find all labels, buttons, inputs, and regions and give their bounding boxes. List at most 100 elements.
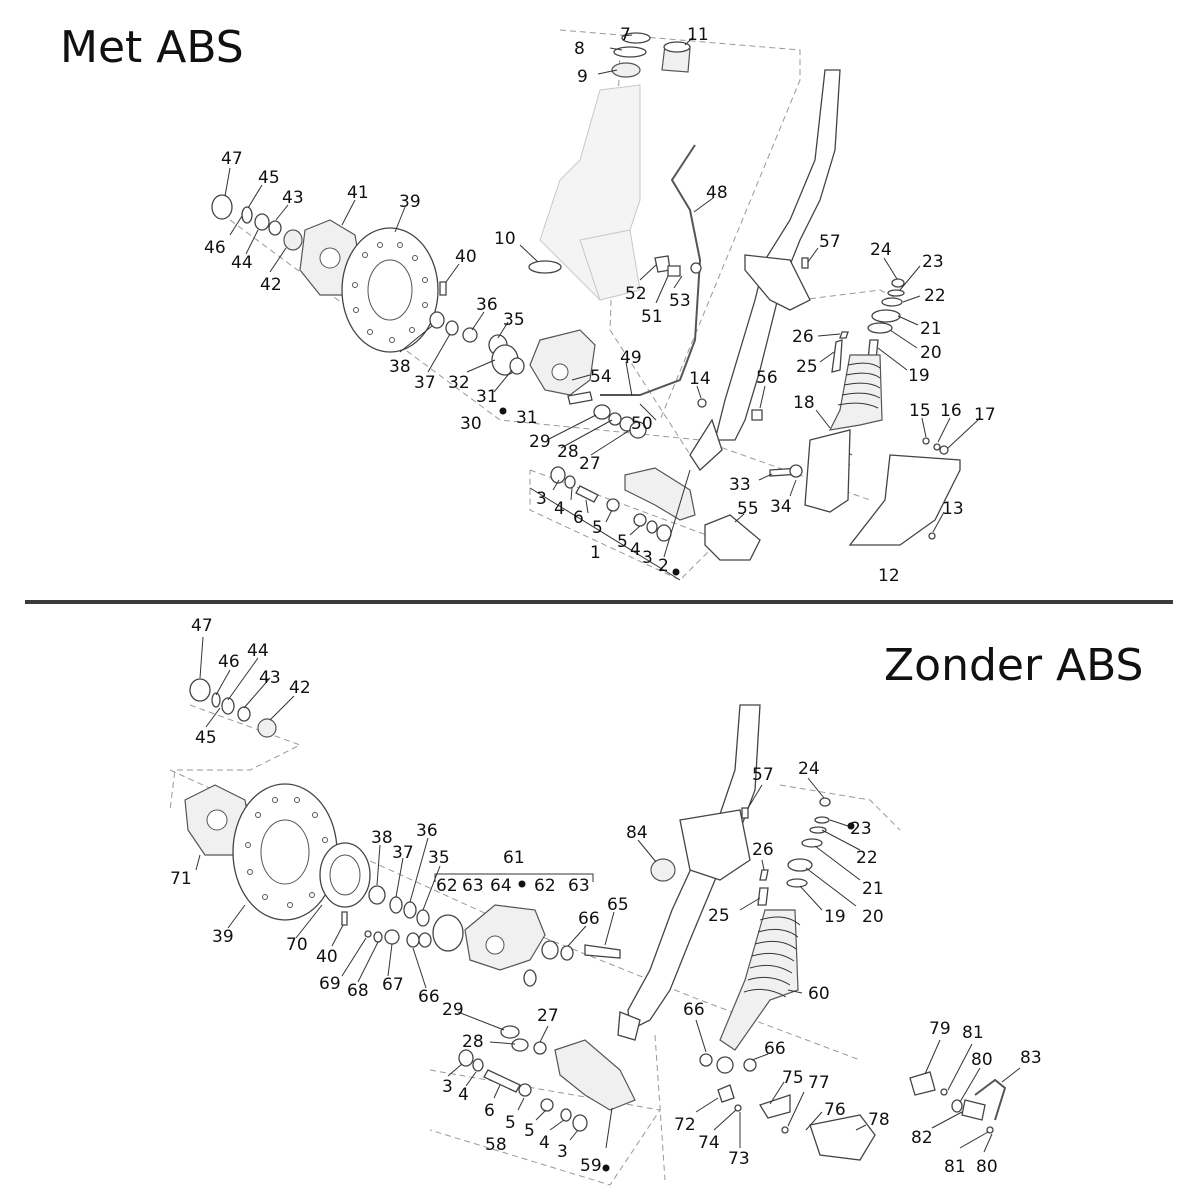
bolt-25-b — [757, 887, 769, 906]
bolt-25 — [831, 339, 843, 373]
part-number-label: 5 — [505, 1113, 516, 1133]
ring-66 — [406, 932, 420, 948]
part-number-label: 43 — [282, 188, 304, 208]
part-number-label: 66 — [418, 987, 440, 1007]
nut-34 — [789, 464, 803, 478]
part-number-label: 81 — [944, 1157, 966, 1177]
ring-37 — [445, 320, 459, 336]
part-number-label: 46 — [204, 238, 226, 258]
bearing-44-b — [221, 697, 235, 715]
part-number-label: 20 — [920, 343, 942, 363]
part-number-label: 31 — [476, 387, 498, 407]
part-number-label: 68 — [347, 981, 369, 1001]
part-number-label: 4 — [539, 1133, 550, 1153]
screw-15 — [922, 437, 930, 445]
pin-6 — [575, 485, 599, 503]
cap-47 — [211, 194, 233, 220]
part-number-label: 26 — [752, 840, 774, 860]
ring-66c — [560, 945, 574, 961]
pin-26 — [839, 331, 849, 339]
shock-body — [804, 429, 851, 513]
part-number-label: 35 — [428, 848, 450, 868]
part-number-label: 84 — [626, 823, 648, 843]
seal-4 — [564, 475, 576, 489]
bearing-3-b2 — [572, 1114, 588, 1132]
abs-sensor-54 — [567, 391, 593, 405]
part-number-label: 19 — [824, 907, 846, 927]
bolt-65 — [584, 944, 621, 959]
part-number-label: 77 — [808, 1073, 830, 1093]
part-number-label: 37 — [392, 843, 414, 863]
washer-68 — [373, 931, 383, 943]
part-number-label: 43 — [259, 668, 281, 688]
clip-51 — [667, 265, 681, 277]
ring-66d — [699, 1053, 713, 1067]
part-number-label: 65 — [607, 895, 629, 915]
ring-37-b — [389, 896, 403, 914]
part-number-label: 63 — [568, 876, 590, 896]
fork-tube — [714, 69, 841, 441]
bush-21-b — [801, 838, 823, 848]
bolt-40-b — [341, 911, 348, 926]
part-number-label: 14 — [689, 369, 711, 389]
part-number-label: 45 — [258, 168, 280, 188]
cover-55 — [704, 514, 761, 561]
ring-29 — [608, 412, 622, 426]
ring-5 — [606, 498, 620, 512]
clip-43 — [268, 220, 282, 236]
bracket-72 — [717, 1084, 735, 1103]
part-number-label: 48 — [706, 183, 728, 203]
disc-holes — [352, 242, 428, 343]
part-number-label: 36 — [476, 295, 498, 315]
fork-foot — [689, 418, 723, 471]
fork-clamp-b — [679, 809, 751, 881]
screw-74 — [734, 1104, 742, 1112]
part-number-label: 22 — [856, 848, 878, 868]
part-number-label: 39 — [212, 927, 234, 947]
spacer-67 — [384, 929, 400, 945]
part-number-label: 78 — [868, 1110, 890, 1130]
shock-60 — [719, 909, 799, 1051]
part-number-label: 25 — [708, 906, 730, 926]
swing-arm-59 — [554, 1039, 636, 1111]
ring-28-b — [533, 1041, 547, 1055]
mudguard-12 — [848, 454, 961, 546]
part-number-label: 24 — [798, 759, 820, 779]
ref-dot — [672, 568, 680, 576]
part-number-label: 27 — [537, 1006, 559, 1026]
fork-bracket — [744, 254, 811, 311]
part-number-label: 29 — [442, 1000, 464, 1020]
bearing-31 — [509, 357, 525, 375]
bearing-3-b — [458, 1049, 474, 1067]
spring-coils-b — [743, 916, 801, 998]
part-number-label: 40 — [316, 947, 338, 967]
part-number-label: 4 — [554, 499, 565, 519]
bracket-79 — [909, 1071, 936, 1096]
washer-23 — [887, 289, 905, 297]
part-number-label: 46 — [218, 652, 240, 672]
part-number-label: 60 — [808, 984, 830, 1004]
bearing-62c — [523, 969, 537, 987]
sensor-75 — [759, 1094, 791, 1119]
diagram-bottom — [169, 636, 1021, 1186]
part-number-label: 6 — [484, 1101, 495, 1121]
part-number-label: 20 — [862, 907, 884, 927]
part-number-label: 83 — [1020, 1048, 1042, 1068]
cap-47-b — [189, 678, 211, 702]
rod-19-b — [786, 878, 808, 888]
part-number-label: 33 — [729, 475, 751, 495]
part-number-label: 13 — [942, 499, 964, 519]
nut-17 — [939, 445, 949, 455]
part-number-label: 50 — [631, 414, 653, 434]
bearing-3 — [550, 466, 566, 484]
bearing-63 — [541, 940, 559, 960]
part-number-label: 21 — [920, 319, 942, 339]
ring-27-b — [511, 1038, 529, 1052]
part-number-label: 62 — [436, 876, 458, 896]
washer-22-b — [809, 826, 827, 834]
part-number-label: 53 — [669, 291, 691, 311]
part-number-label: 11 — [687, 25, 709, 45]
part-number-label: 51 — [641, 307, 663, 327]
part-number-label: 38 — [371, 828, 393, 848]
